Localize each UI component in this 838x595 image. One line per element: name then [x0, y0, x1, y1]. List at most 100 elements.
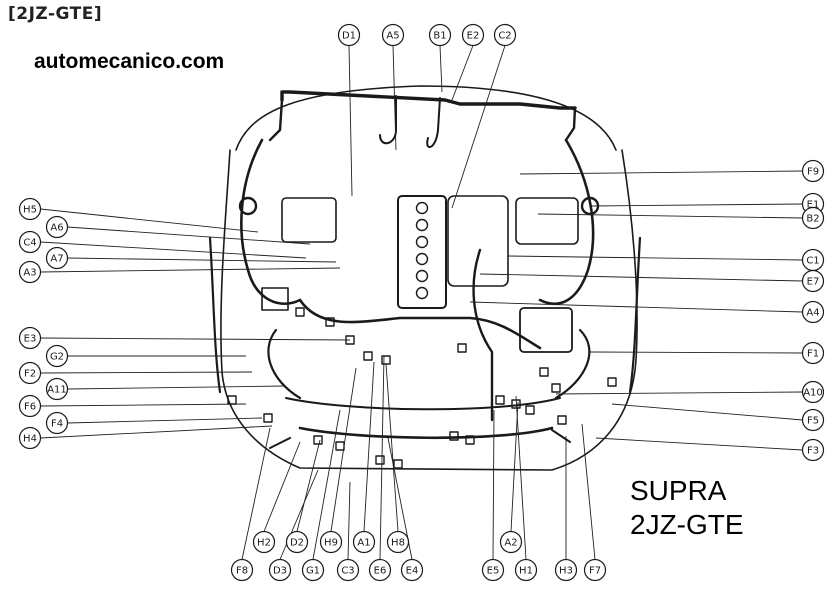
connector-id: A2 — [504, 538, 517, 549]
leader-line-h4 — [40, 425, 273, 439]
connector-f5: F5 — [801, 408, 825, 432]
top-harness-drop-left — [268, 98, 284, 142]
leader-line-f1 — [589, 351, 803, 354]
connector-f7: F7 — [583, 558, 607, 582]
connector-id: F6 — [24, 402, 36, 413]
connector-id: E4 — [406, 566, 419, 577]
connector-id: C1 — [806, 256, 819, 267]
body-outline — [220, 149, 638, 471]
connector-id: F5 — [807, 416, 819, 427]
connector-plug — [457, 343, 467, 353]
connector-bubble — [368, 558, 392, 582]
connector-bubble — [285, 530, 309, 554]
connector-h5: H5 — [18, 197, 42, 221]
connector-id: F9 — [807, 167, 819, 178]
left-fender — [208, 236, 222, 394]
connector-id: H9 — [324, 538, 338, 549]
connector-bubble — [45, 377, 69, 401]
leader-line-f6 — [40, 403, 247, 407]
connector-bubble — [352, 530, 376, 554]
connector-id: D1 — [342, 31, 356, 42]
connector-bubble — [18, 426, 42, 450]
leader-line-f3 — [595, 437, 803, 451]
leader-line-c4 — [40, 241, 307, 259]
connector-id: H8 — [391, 538, 405, 549]
leader-line-a6 — [67, 226, 311, 245]
leader-line-b1 — [439, 45, 443, 93]
front-harness — [298, 426, 554, 440]
leader-line-d1 — [348, 45, 353, 197]
connector-bubble — [18, 230, 42, 254]
cylinder-port — [415, 269, 429, 283]
connector-bubble — [18, 361, 42, 385]
model-caption: SUPRA 2JZ-GTE — [630, 474, 744, 542]
connector-plug — [393, 459, 403, 469]
connector-id: D2 — [290, 538, 304, 549]
connector-bubble — [45, 344, 69, 368]
leader-line-a4 — [469, 301, 803, 313]
leader-line-e6 — [379, 355, 385, 560]
connector-h1: H1 — [514, 558, 538, 582]
connector-id: G2 — [50, 352, 64, 363]
airbox — [281, 197, 337, 243]
connector-plug — [539, 367, 549, 377]
connector-c2: C2 — [493, 23, 517, 47]
connector-a1: A1 — [352, 530, 376, 554]
connector-id: C2 — [498, 31, 511, 42]
connector-bubble — [801, 300, 825, 324]
connector-id: C4 — [23, 238, 36, 249]
right-side-harness — [538, 138, 595, 306]
connector-e3: E3 — [18, 326, 42, 350]
connector-id: A4 — [806, 308, 819, 319]
left-strut-tower — [238, 196, 258, 216]
connector-plug — [381, 355, 391, 365]
connector-f6: F6 — [18, 394, 42, 418]
leader-line-d2 — [296, 439, 321, 532]
connector-a2: A2 — [499, 530, 523, 554]
leader-line-b2 — [537, 213, 803, 219]
connector-bubble — [801, 341, 825, 365]
connector-id: E6 — [374, 566, 387, 577]
connector-bubble — [400, 558, 424, 582]
leader-line-a2 — [510, 401, 519, 532]
connector-h2: H2 — [252, 530, 276, 554]
intake-manifold — [447, 195, 509, 287]
connector-id: H5 — [23, 205, 37, 216]
connector-bubble — [801, 408, 825, 432]
connector-id: A7 — [50, 254, 63, 265]
connector-bubble — [461, 23, 485, 47]
connector-f9: F9 — [801, 159, 825, 183]
cylinder-port — [415, 286, 429, 300]
connector-id: B2 — [806, 214, 819, 225]
center-harness — [298, 298, 542, 350]
connector-a3: A3 — [18, 260, 42, 284]
leader-line-g1 — [312, 409, 341, 560]
connector-bubble — [268, 558, 292, 582]
connector-id: A6 — [50, 223, 63, 234]
connector-a5: A5 — [381, 23, 405, 47]
leader-line-e3 — [40, 337, 351, 341]
connector-a10: A10 — [801, 380, 825, 404]
connector-bubble — [18, 326, 42, 350]
a5-branch — [379, 95, 397, 145]
connector-g1: G1 — [301, 558, 325, 582]
left-side-harness — [240, 138, 302, 306]
headlamp-drops — [269, 429, 571, 449]
leader-line-e1 — [591, 203, 803, 207]
connector-bubble — [801, 380, 825, 404]
connector-bubble — [45, 215, 69, 239]
front-crossmember — [285, 397, 561, 411]
connector-plug — [325, 317, 335, 327]
top-harness-drop-right — [564, 106, 577, 142]
connector-f2: F2 — [18, 361, 42, 385]
left-front-harness — [267, 328, 302, 400]
connector-bubble — [801, 206, 825, 230]
connector-bubble — [45, 246, 69, 270]
connector-id: F7 — [589, 566, 601, 577]
connector-a6: A6 — [45, 215, 69, 239]
connector-bubble — [801, 159, 825, 183]
engine-code: 2JZ-GTE — [630, 509, 744, 540]
cylinder-port — [415, 235, 429, 249]
leader-line-c2 — [451, 45, 506, 209]
cowl-outline — [235, 85, 617, 151]
